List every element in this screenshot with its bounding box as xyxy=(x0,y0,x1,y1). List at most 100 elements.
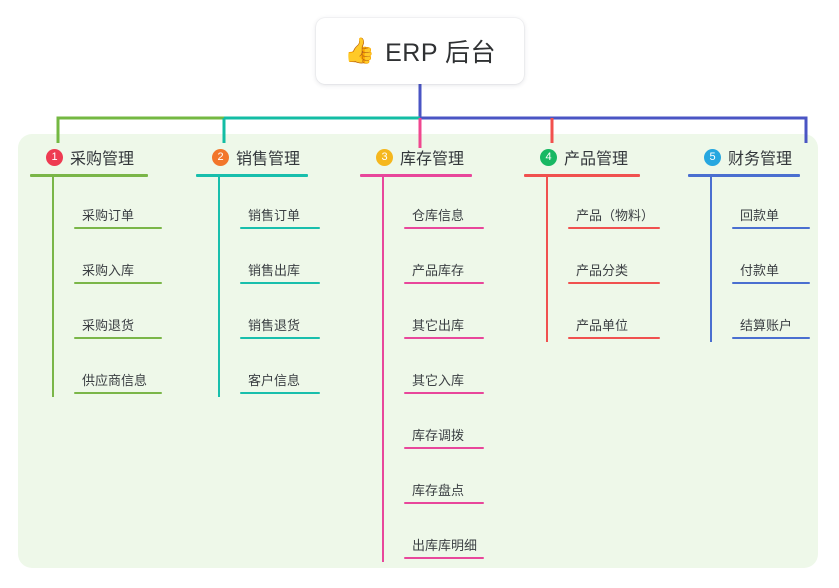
branch-header-rule xyxy=(30,174,148,177)
branch-item-rule xyxy=(404,447,484,449)
branch-item[interactable]: 回款单 xyxy=(710,177,810,232)
branch-column-5: 5 财务管理回款单付款单结算账户 xyxy=(688,144,810,342)
branch-item-label: 销售出库 xyxy=(248,263,301,278)
branch-item[interactable]: 销售订单 xyxy=(218,177,320,232)
branch-item-label: 采购订单 xyxy=(82,208,135,223)
branch-item[interactable]: 产品库存 xyxy=(382,232,484,287)
branch-item[interactable]: 库存调拨 xyxy=(382,397,484,452)
branch-item[interactable]: 产品分类 xyxy=(546,232,660,287)
branch-item[interactable]: 付款单 xyxy=(710,232,810,287)
branch-item-list: 采购订单采购入库采购退货供应商信息 xyxy=(30,177,162,397)
branch-item-rule xyxy=(240,392,320,394)
branch-item-label: 其它入库 xyxy=(412,373,465,388)
branch-item[interactable]: 供应商信息 xyxy=(52,342,162,397)
branch-item-list: 回款单付款单结算账户 xyxy=(688,177,810,342)
branch-spine xyxy=(546,177,548,342)
branch-item-rule xyxy=(404,337,484,339)
branch-header-rule xyxy=(688,174,800,177)
branch-column-1: 1 采购管理采购订单采购入库采购退货供应商信息 xyxy=(30,144,162,397)
branch-header-rule xyxy=(196,174,308,177)
branch-item-label: 回款单 xyxy=(740,208,780,223)
branch-header-5[interactable]: 5 财务管理 xyxy=(688,144,800,170)
branch-item[interactable]: 客户信息 xyxy=(218,342,320,397)
branch-item-label: 仓库信息 xyxy=(412,208,465,223)
branch-item[interactable]: 其它出库 xyxy=(382,287,484,342)
branch-column-4: 4 产品管理产品（物料） 产品分类产品单位 xyxy=(524,144,660,342)
branch-title: 财务管理 xyxy=(728,151,793,168)
branch-item[interactable]: 仓库信息 xyxy=(382,177,484,232)
branch-item-label: 产品分类 xyxy=(576,263,629,278)
branch-header-2[interactable]: 2 销售管理 xyxy=(196,144,308,170)
branch-item-label: 库存调拨 xyxy=(412,428,465,443)
branch-item[interactable]: 采购订单 xyxy=(52,177,162,232)
branch-item-rule xyxy=(240,337,320,339)
branch-item[interactable]: 销售出库 xyxy=(218,232,320,287)
branch-item-list: 销售订单销售出库销售退货客户信息 xyxy=(196,177,320,397)
branch-item-rule xyxy=(732,337,810,339)
branch-item-rule xyxy=(732,282,810,284)
branch-item[interactable]: 出库库明细 xyxy=(382,507,484,562)
branch-header-3[interactable]: 3 库存管理 xyxy=(360,144,472,170)
branch-spine xyxy=(382,177,384,562)
branch-item-rule xyxy=(404,392,484,394)
branch-title: 库存管理 xyxy=(400,151,465,168)
branch-spine xyxy=(52,177,54,397)
branch-item-rule xyxy=(74,282,162,284)
branch-item[interactable]: 产品单位 xyxy=(546,287,660,342)
branch-item-rule xyxy=(732,227,810,229)
branch-item-label: 采购退货 xyxy=(82,318,135,333)
branch-item-rule xyxy=(74,337,162,339)
branch-item-rule xyxy=(404,502,484,504)
branch-title: 产品管理 xyxy=(564,151,629,168)
branch-item-label: 结算账户 xyxy=(740,318,793,333)
branch-spine xyxy=(710,177,712,342)
branch-header-rule xyxy=(360,174,472,177)
branch-item-label: 采购入库 xyxy=(82,263,135,278)
branch-title: 销售管理 xyxy=(236,151,301,168)
branch-item-label: 产品（物料） xyxy=(576,208,655,223)
branch-number-badge: 5 xyxy=(704,148,721,166)
branch-item-label: 出库库明细 xyxy=(412,538,478,553)
branch-header-1[interactable]: 1 采购管理 xyxy=(30,144,148,170)
branch-item-rule xyxy=(404,282,484,284)
branch-item[interactable]: 结算账户 xyxy=(710,287,810,342)
branch-header-4[interactable]: 4 产品管理 xyxy=(524,144,640,170)
branch-spine xyxy=(218,177,220,397)
branches-panel xyxy=(18,134,818,568)
branch-column-3: 3 库存管理仓库信息产品库存其它出库其它入库库存调拨库存盘点出库库明细 xyxy=(360,144,484,562)
branch-title: 采购管理 xyxy=(70,151,135,168)
branch-item-rule xyxy=(568,337,660,339)
branch-item-rule xyxy=(74,392,162,394)
branch-item-label: 付款单 xyxy=(740,263,780,278)
branch-number-badge: 4 xyxy=(540,148,557,166)
branch-item-rule xyxy=(568,227,660,229)
branch-item-label: 产品库存 xyxy=(412,263,465,278)
branch-header-rule xyxy=(524,174,640,177)
branch-item-label: 销售退货 xyxy=(248,318,301,333)
branch-item[interactable]: 采购退货 xyxy=(52,287,162,342)
branch-item[interactable]: 其它入库 xyxy=(382,342,484,397)
branch-item-list: 仓库信息产品库存其它出库其它入库库存调拨库存盘点出库库明细 xyxy=(360,177,484,562)
branch-number-badge: 1 xyxy=(46,148,63,166)
branch-item-label: 其它出库 xyxy=(412,318,465,333)
branch-item-rule xyxy=(74,227,162,229)
branch-item-rule xyxy=(240,227,320,229)
branch-number-badge: 3 xyxy=(376,148,393,166)
branch-item-label: 客户信息 xyxy=(248,373,301,388)
root-title: ERP 后台 xyxy=(385,39,497,67)
branch-item[interactable]: 库存盘点 xyxy=(382,452,484,507)
branch-item-label: 销售订单 xyxy=(248,208,301,223)
thumbs-up-icon: 👍 xyxy=(343,36,376,65)
branch-item-label: 库存盘点 xyxy=(412,483,465,498)
branch-item[interactable]: 产品（物料） xyxy=(546,177,660,232)
branch-item[interactable]: 销售退货 xyxy=(218,287,320,342)
branch-column-2: 2 销售管理销售订单销售出库销售退货客户信息 xyxy=(196,144,320,397)
branch-number-badge: 2 xyxy=(212,148,229,166)
branch-item-rule xyxy=(404,557,484,559)
branch-item-list: 产品（物料） 产品分类产品单位 xyxy=(524,177,660,342)
branch-item-label: 产品单位 xyxy=(576,318,629,333)
branch-item[interactable]: 采购入库 xyxy=(52,232,162,287)
root-node[interactable]: 👍 ERP 后台 xyxy=(316,18,524,84)
branch-item-rule xyxy=(240,282,320,284)
